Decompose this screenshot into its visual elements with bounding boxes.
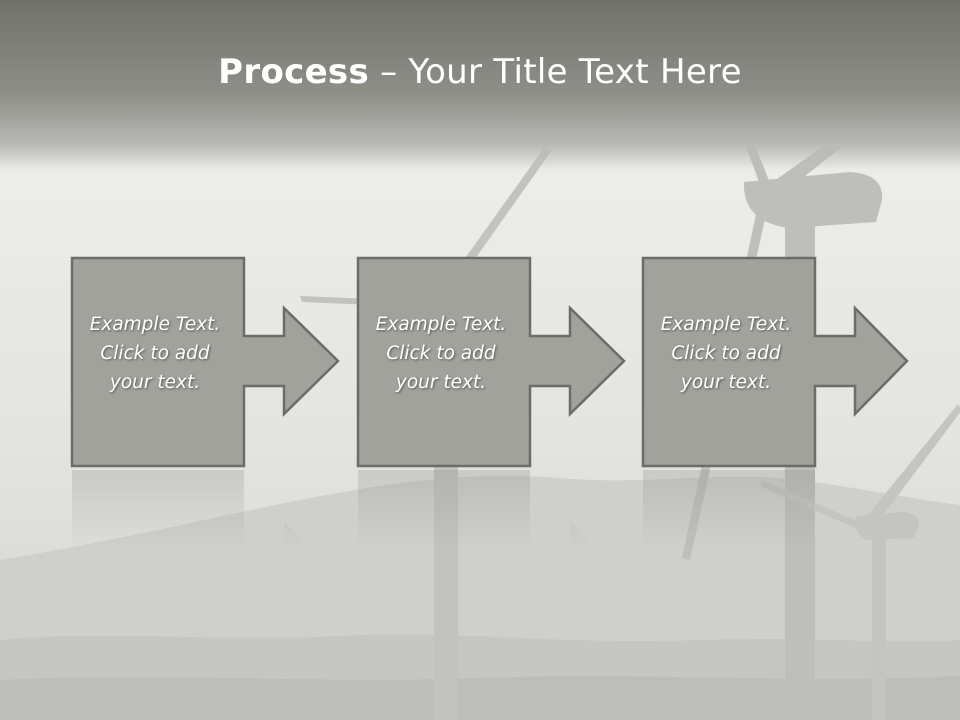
step-text-line: Click to add — [386, 343, 496, 364]
step-reflection — [356, 470, 626, 550]
process-step-2[interactable]: Example Text. Click to add your text. — [356, 256, 626, 468]
step-reflection — [70, 470, 340, 550]
title-rest-text: – Your Title Text Here — [369, 52, 742, 92]
step-text-line: Example Text. — [89, 314, 221, 335]
step-text-line: your text. — [109, 372, 201, 393]
process-step-3[interactable]: Example Text. Click to add your text. — [641, 256, 911, 468]
step-text-line: Click to add — [671, 343, 781, 364]
step-text-line: your text. — [680, 372, 772, 393]
step-text[interactable]: Example Text. Click to add your text. — [74, 310, 236, 397]
arrow-box-shape — [641, 256, 909, 468]
process-step-1[interactable]: Example Text. Click to add your text. — [70, 256, 340, 468]
step-text-line: Click to add — [100, 343, 210, 364]
step-text-line: Example Text. — [660, 314, 792, 335]
step-reflection — [641, 470, 911, 550]
arrow-box-shape — [356, 256, 626, 468]
arrow-box-shape — [70, 256, 340, 468]
step-text-line: Example Text. — [375, 314, 507, 335]
slide-title[interactable]: Process – Your Title Text Here — [0, 52, 960, 92]
title-bold-text: Process — [218, 52, 370, 92]
step-text[interactable]: Example Text. Click to add your text. — [360, 310, 522, 397]
step-text-line: your text. — [395, 372, 487, 393]
step-text[interactable]: Example Text. Click to add your text. — [645, 310, 807, 397]
